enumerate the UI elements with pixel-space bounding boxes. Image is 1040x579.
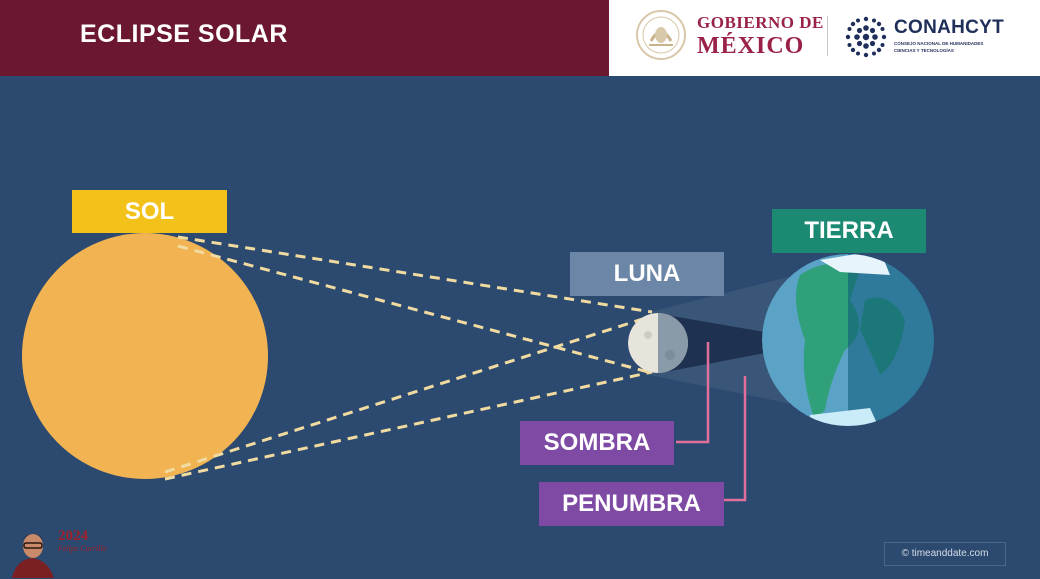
label-earth: TIERRA xyxy=(772,209,926,253)
conahcyt-name: CONAHCYT xyxy=(894,17,1005,38)
label-moon: LUNA xyxy=(570,252,724,296)
title-bar: ECLIPSE SOLAR xyxy=(0,0,609,76)
label-umbra: SOMBRA xyxy=(520,421,674,465)
sun-rays xyxy=(164,235,653,481)
image-credit: © timeanddate.com xyxy=(884,542,1006,566)
gobierno-line2: MÉXICO xyxy=(697,33,805,59)
leader-lines xyxy=(676,342,747,502)
badge-text: Felipe Carrillo xyxy=(58,544,107,553)
conahcyt-logo-text: CONAHCYT CONSEJO NACIONAL DE HUMANIDADES… xyxy=(894,17,1004,53)
logo-bar: GOBIERNO DE MÉXICO CONAHCYT xyxy=(609,0,1040,76)
conahcyt-line1: CONSEJO NACIONAL DE HUMANIDADES xyxy=(894,41,984,46)
sun-shape xyxy=(22,233,268,479)
umbra-cone xyxy=(660,314,770,373)
label-penumbra: PENUMBRA xyxy=(539,482,724,526)
gobierno-line1: GOBIERNO DE xyxy=(697,13,824,32)
conahcyt-dots-icon xyxy=(845,16,887,58)
portrait-badge-icon xyxy=(12,534,54,578)
badge-year: 2024 xyxy=(58,528,88,544)
footer-badge: 2024 Felipe Carrillo xyxy=(10,524,120,579)
logo-divider xyxy=(827,16,828,56)
label-sun: SOL xyxy=(72,190,227,233)
gobierno-logo-text: GOBIERNO DE MÉXICO xyxy=(697,14,824,58)
conahcyt-line2: CIENCIAS Y TECNOLOGÍAS xyxy=(894,48,954,53)
gobierno-emblem-icon xyxy=(636,10,686,60)
page-title: ECLIPSE SOLAR xyxy=(80,20,288,48)
